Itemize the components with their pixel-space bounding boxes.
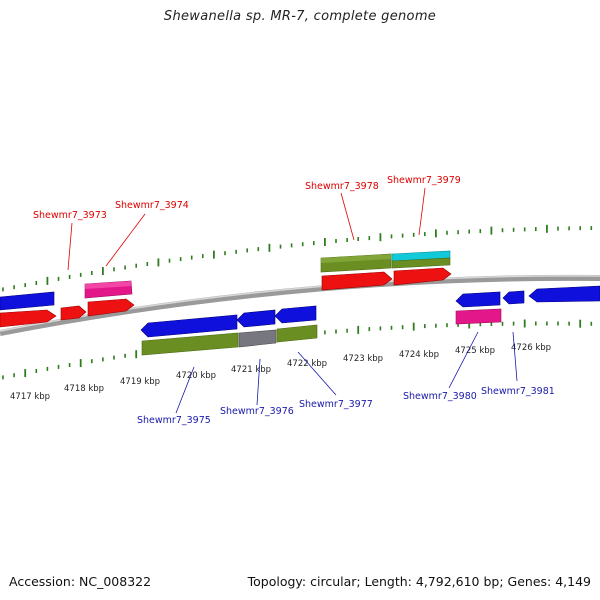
gene-label-shewmr7-3975[interactable]: Shewmr7_3975: [137, 415, 211, 426]
reverse-gene-labels: Shewmr7_3975 Shewmr7_3976 Shewmr7_3977 S…: [137, 331, 555, 426]
gene-shewmr7-3981-arrow[interactable]: [502, 290, 525, 305]
gene-shewmr7-3975-arrow[interactable]: [140, 314, 238, 338]
gene-shewmr7-3976-cds[interactable]: [238, 329, 277, 348]
forward-gene-labels: Shewmr7_3973 Shewmr7_3974 Shewmr7_3978 S…: [33, 175, 461, 271]
accession-text: Accession: NC_008322: [9, 574, 152, 589]
gene-shewmr7-3974-cds[interactable]: [84, 280, 133, 299]
scale-label: 4724 kbp: [399, 350, 439, 360]
gene-left-blue-arrow[interactable]: [0, 291, 55, 311]
gene-shewmr7-3979-arrow[interactable]: [393, 267, 452, 286]
gene-label-shewmr7-3976[interactable]: Shewmr7_3976: [220, 406, 294, 417]
gene-label-shewmr7-3973[interactable]: Shewmr7_3973: [33, 210, 107, 221]
gene-right-blue-arrow[interactable]: [528, 285, 600, 303]
scale-labels: 4717 kbp 4718 kbp 4719 kbp 4720 kbp 4721…: [10, 343, 551, 402]
scale-label: 4720 kbp: [176, 371, 216, 381]
gene-label-shewmr7-3978[interactable]: Shewmr7_3978: [305, 181, 379, 192]
gene-shewmr7-3973-arrow[interactable]: [0, 305, 87, 328]
gene-label-shewmr7-3979[interactable]: Shewmr7_3979: [387, 175, 461, 186]
scale-label: 4725 kbp: [455, 346, 495, 356]
gene-label-shewmr7-3977[interactable]: Shewmr7_3977: [299, 399, 373, 410]
scale-label: 4726 kbp: [511, 343, 551, 353]
gene-label-shewmr7-3974[interactable]: Shewmr7_3974: [115, 200, 189, 211]
genome-backbone: [0, 274, 600, 336]
scale-label: 4723 kbp: [343, 354, 383, 364]
gene-shewmr7-3978-cds[interactable]: [320, 253, 392, 273]
gene-shewmr7-3978-arrow[interactable]: [321, 271, 393, 291]
gene-shewmr7-3976-arrow[interactable]: [236, 309, 276, 328]
gene-shewmr7-3979-cds[interactable]: [391, 250, 451, 269]
gene-shewmr7-3974-arrow[interactable]: [87, 298, 135, 317]
outer-ruler: [2, 224, 593, 292]
gene-label-shewmr7-3980[interactable]: Shewmr7_3980: [403, 391, 477, 402]
scale-label: 4722 kbp: [287, 359, 327, 369]
gene-label-shewmr7-3981[interactable]: Shewmr7_3981: [481, 386, 555, 397]
gene-shewmr7-3977-arrow[interactable]: [274, 305, 317, 324]
scale-label: 4717 kbp: [10, 392, 50, 402]
scale-label: 4718 kbp: [64, 384, 104, 394]
gene-shewmr7-3977-cds[interactable]: [276, 324, 318, 343]
scale-label: 4721 kbp: [231, 365, 271, 375]
gene-shewmr7-3975-cds[interactable]: [141, 332, 239, 356]
genome-summary-text: Topology: circular; Length: 4,792,610 bp…: [247, 574, 591, 589]
map-title: Shewanella sp. MR-7, complete genome: [163, 9, 437, 24]
gene-shewmr7-3980-arrow[interactable]: [455, 291, 501, 308]
gene-shewmr7-3980-cds[interactable]: [455, 308, 502, 325]
scale-label: 4719 kbp: [120, 377, 160, 387]
